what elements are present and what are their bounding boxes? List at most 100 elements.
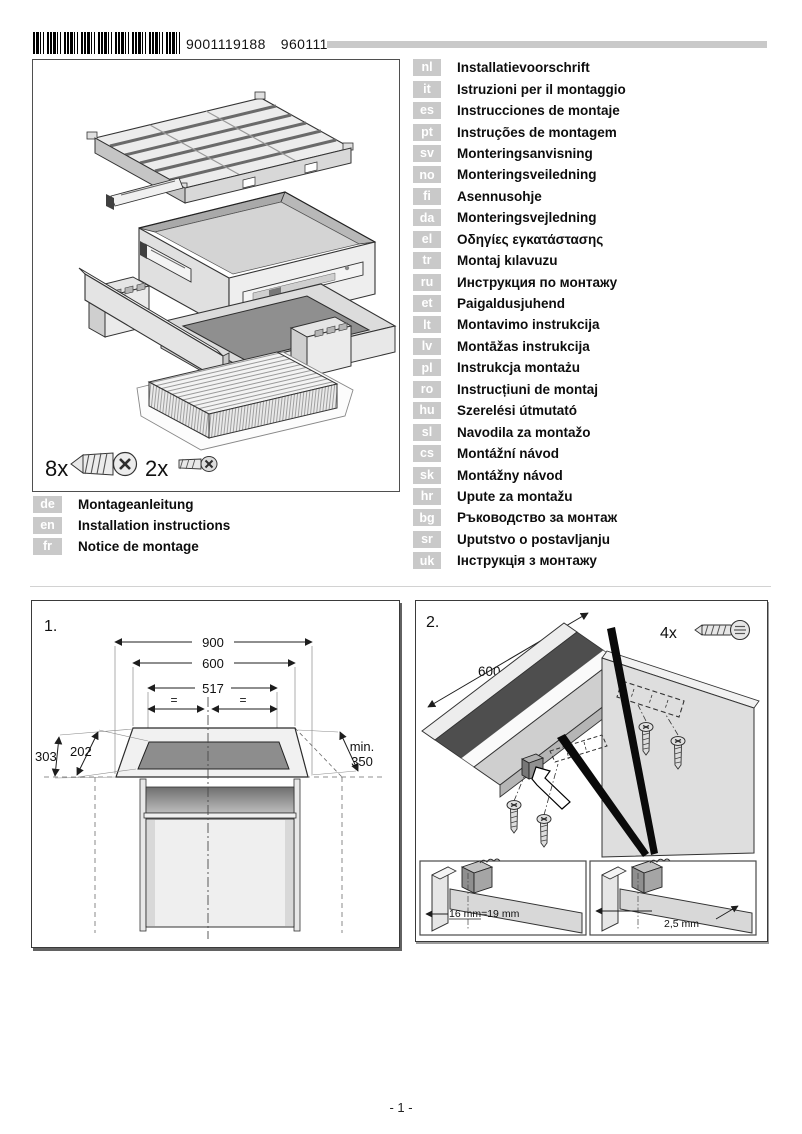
language-label: Montaj kılavuzu: [457, 253, 558, 269]
language-row: ro Instrucțiuni de montaj: [413, 379, 626, 400]
language-label: Uputstvo o postavljanju: [457, 531, 611, 547]
min-value-label: 350: [351, 754, 373, 769]
screw-icon: [536, 813, 552, 848]
language-code-tag: fi: [413, 187, 441, 205]
language-row: ru Инструкция по монтажу: [413, 271, 626, 292]
figure-1-label: 1.: [44, 618, 57, 635]
language-code-tag: pl: [413, 359, 441, 377]
language-row: bg Ръководство за монтаж: [413, 507, 626, 528]
language-row: cs Montážní návod: [413, 443, 626, 464]
language-label: Montážní návod: [457, 446, 559, 462]
language-row: sk Montážny návod: [413, 464, 626, 485]
language-label: Installatievoorschrift: [457, 60, 590, 76]
language-label: Instruções de montagem: [457, 124, 617, 140]
min-label: min.: [350, 739, 375, 754]
mounting-screw-icon: [694, 619, 751, 641]
language-label: Montageanleitung: [78, 497, 194, 512]
language-label: Istruzioni per il montaggio: [457, 81, 626, 97]
language-code-tag: lt: [413, 316, 441, 334]
language-code-tag: ro: [413, 380, 441, 398]
language-label: Asennusohje: [457, 188, 542, 204]
language-label: Monteringsvejledning: [457, 210, 597, 226]
language-code-tag: tr: [413, 252, 441, 270]
language-code-tag: cs: [413, 445, 441, 463]
language-label: Montavimo instrukcija: [457, 317, 600, 333]
language-label: Инструкция по монтажу: [457, 274, 618, 290]
screw-small-qty-label: 2x: [145, 456, 168, 481]
language-code-tag: bg: [413, 509, 441, 527]
language-code-tag: it: [413, 80, 441, 98]
barcode-number-text: 9001119188: [186, 36, 266, 52]
callout-arrow-right: [607, 627, 658, 855]
cooktop-cutout: [137, 741, 290, 770]
language-label: Montāžas instrukcija: [457, 338, 590, 354]
language-code-tag: fr: [33, 538, 62, 555]
language-code-tag: sr: [413, 530, 441, 548]
language-code-tag: el: [413, 230, 441, 248]
language-code-tag: lv: [413, 337, 441, 355]
language-code-tag: sv: [413, 144, 441, 162]
language-label: Οδηγίες εγκατάστασης: [457, 231, 604, 247]
dim-600-label: 600: [202, 656, 224, 671]
dim-900-label: 900: [202, 635, 224, 650]
language-row: lv Montāžas instrukcija: [413, 336, 626, 357]
language-label: Інструкція з монтажу: [457, 553, 597, 569]
language-label: Ръководство за монтаж: [457, 510, 618, 526]
language-code-tag: sl: [413, 423, 441, 441]
language-label: Monteringsanvisning: [457, 145, 593, 161]
language-row: nl Installatievoorschrift: [413, 57, 626, 78]
language-row: lt Montavimo instrukcija: [413, 314, 626, 335]
front-panel-part: [78, 267, 230, 383]
language-row: uk Інструкція з монтажу: [413, 550, 626, 571]
language-row: fi Asennusohje: [413, 186, 626, 207]
screw-quantities-row: 8x 2x: [45, 451, 218, 481]
language-code-tag: nl: [413, 59, 441, 77]
equal-left-label: =: [170, 693, 177, 707]
language-code-tag: sk: [413, 466, 441, 484]
language-label: Montážny návod: [457, 467, 563, 483]
bracket-position-outline: [616, 680, 685, 718]
callout-arrow-left: [557, 734, 649, 857]
language-label: Instrucțiuni de montaj: [457, 381, 599, 397]
housing-tub-part: [138, 191, 377, 354]
language-code-tag: ru: [413, 273, 441, 291]
language-code-tag: hu: [413, 402, 441, 420]
grille-part: [86, 91, 354, 204]
barcode: [33, 32, 181, 54]
language-code-tag: no: [413, 166, 441, 184]
language-label: Upute za montažu: [457, 488, 573, 504]
language-code-tag: en: [33, 517, 62, 534]
figure-1-drawing: 1. 900 600 517 = =: [35, 618, 384, 939]
detail-inset-right: 2,5 mm: [589, 858, 757, 936]
language-code-tag: da: [413, 209, 441, 227]
language-code-tag: uk: [413, 552, 441, 570]
slide-rail-part: [106, 177, 184, 210]
figure-2-label: 2.: [426, 614, 439, 631]
parts-overview-box: 8x 2x: [32, 59, 400, 492]
figure-2-drawing: 2. 4x 600: [419, 612, 760, 936]
language-row: it Istruzioni per il montaggio: [413, 78, 626, 99]
figure-1-box: 1. 900 600 517 = =: [31, 600, 400, 948]
language-row: el Οδηγίες εγκατάστασης: [413, 229, 626, 250]
figure-2-box: 2. 4x 600: [415, 600, 768, 942]
dim-202-label: 202: [70, 744, 92, 759]
filter-part: [136, 351, 354, 451]
exploded-view-figure: 8x 2x: [45, 91, 397, 481]
language-row: sv Monteringsanvisning: [413, 143, 626, 164]
dim-303-label: 303: [35, 749, 57, 764]
equal-right-label: =: [239, 693, 246, 707]
language-row: sr Uputstvo o postavljanju: [413, 529, 626, 550]
language-code-tag: es: [413, 102, 441, 120]
